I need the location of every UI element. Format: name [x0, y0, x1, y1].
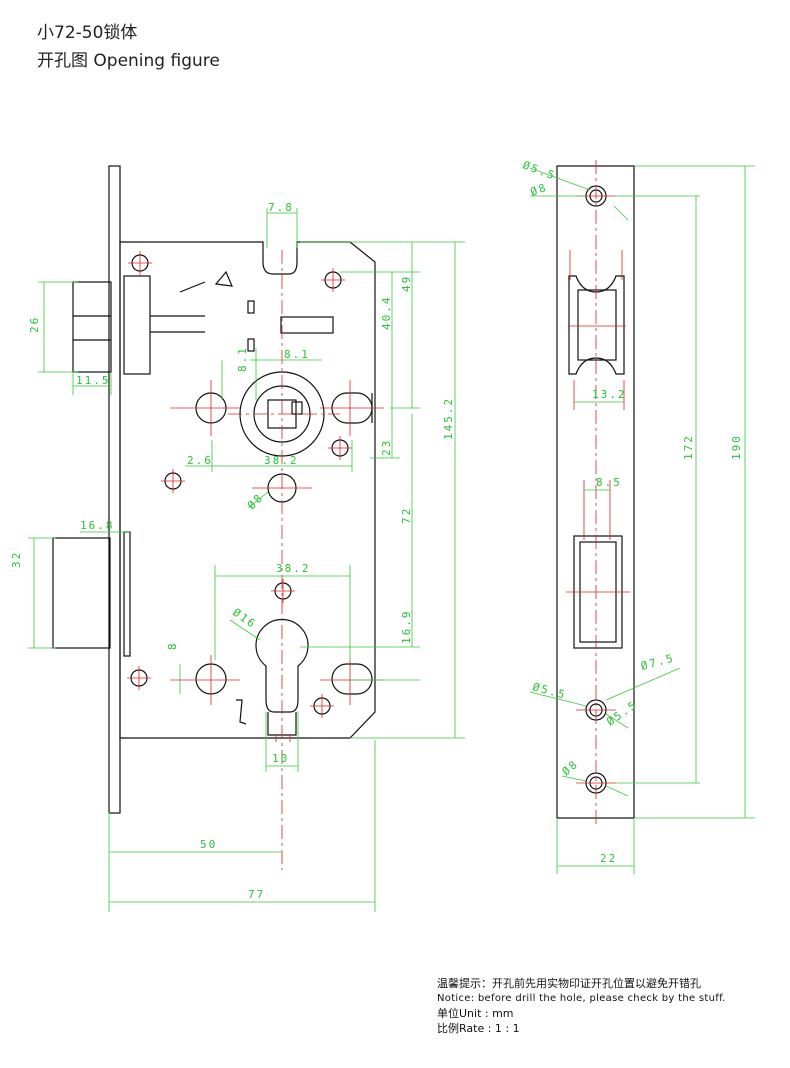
latch [72, 281, 112, 373]
dim-50: 50 [200, 838, 217, 851]
page-title: 小72-50锁体 [37, 23, 138, 43]
dim-8-1-vertical: 8.1 [236, 346, 249, 372]
dim-77: 77 [248, 888, 265, 901]
dim-phi-16: Ø16 [230, 606, 259, 631]
dim-49: 49 [400, 275, 413, 292]
right-dimension-lines [529, 165, 755, 874]
dim-23: 23 [380, 439, 393, 456]
dim-145-2: 145.2 [442, 397, 455, 440]
dim-26: 26 [28, 316, 41, 333]
cylinder-hole [255, 618, 309, 713]
left-dimension-lines [28, 208, 465, 912]
strike-dim-phi-8-bottom: Ø8 [560, 757, 582, 778]
dim-72: 72 [400, 507, 413, 524]
notice-en: Notice: before drill the hole, please ch… [437, 993, 726, 1004]
dim-16-9: 16.9 [400, 610, 413, 645]
dim-8: 8 [166, 641, 179, 650]
strike-dim-190: 190 [730, 434, 743, 460]
dim-11-5: 11.5 [76, 374, 111, 387]
strike-dim-phi-8-top: Ø8 [529, 181, 550, 199]
dim-32: 32 [10, 551, 23, 568]
dim-2-6: 2.6 [187, 454, 213, 467]
strike-dim-172: 172 [682, 434, 695, 460]
page-subtitle: 开孔图 Opening figure [37, 51, 220, 71]
strike-dim-13-2: 13.2 [592, 388, 627, 401]
dim-38-2-bottom: 38.2 [276, 562, 311, 575]
dim-7-8: 7.8 [268, 201, 294, 214]
strike-dim-8-5: 8.5 [596, 476, 622, 489]
notice-cn: 温馨提示：开孔前先用实物印证开孔位置以避免开错孔 [437, 977, 701, 990]
strike-dim-phi-7-5: Ø7.5 [639, 651, 676, 672]
unit-label: 单位Unit : mm [437, 1007, 514, 1020]
left-dimension-texts: 7.8 49 40.4 145.2 26 11.5 8.1 8.1 2.6 38… [10, 201, 455, 901]
dim-40-4: 40.4 [380, 296, 393, 331]
right-dimension-texts: Ø5.5 Ø8 13.2 172 190 8.5 Ø7.5 Ø5.5 Ø5.5 … [521, 159, 743, 865]
rate-label: 比例Rate : 1 : 1 [437, 1022, 520, 1035]
dim-8-1-horizontal: 8.1 [284, 348, 310, 361]
strike-dim-22: 22 [600, 852, 617, 865]
strike-dim-phi-5-5-left: Ø5.5 [531, 680, 568, 701]
deadbolt [52, 537, 111, 649]
notes-block: 温馨提示：开孔前先用实物印证开孔位置以避免开错孔 Notice: before … [437, 976, 726, 1036]
lock-body [52, 165, 384, 870]
dim-16-8: 16.8 [80, 519, 115, 532]
faceplate [108, 165, 121, 814]
dim-phi-8: Ø8 [245, 491, 266, 512]
dim-38-2-top: 38.2 [264, 454, 299, 467]
dim-10: 10 [272, 752, 289, 765]
strike-dim-phi-5-5-top: Ø5.5 [521, 159, 558, 183]
